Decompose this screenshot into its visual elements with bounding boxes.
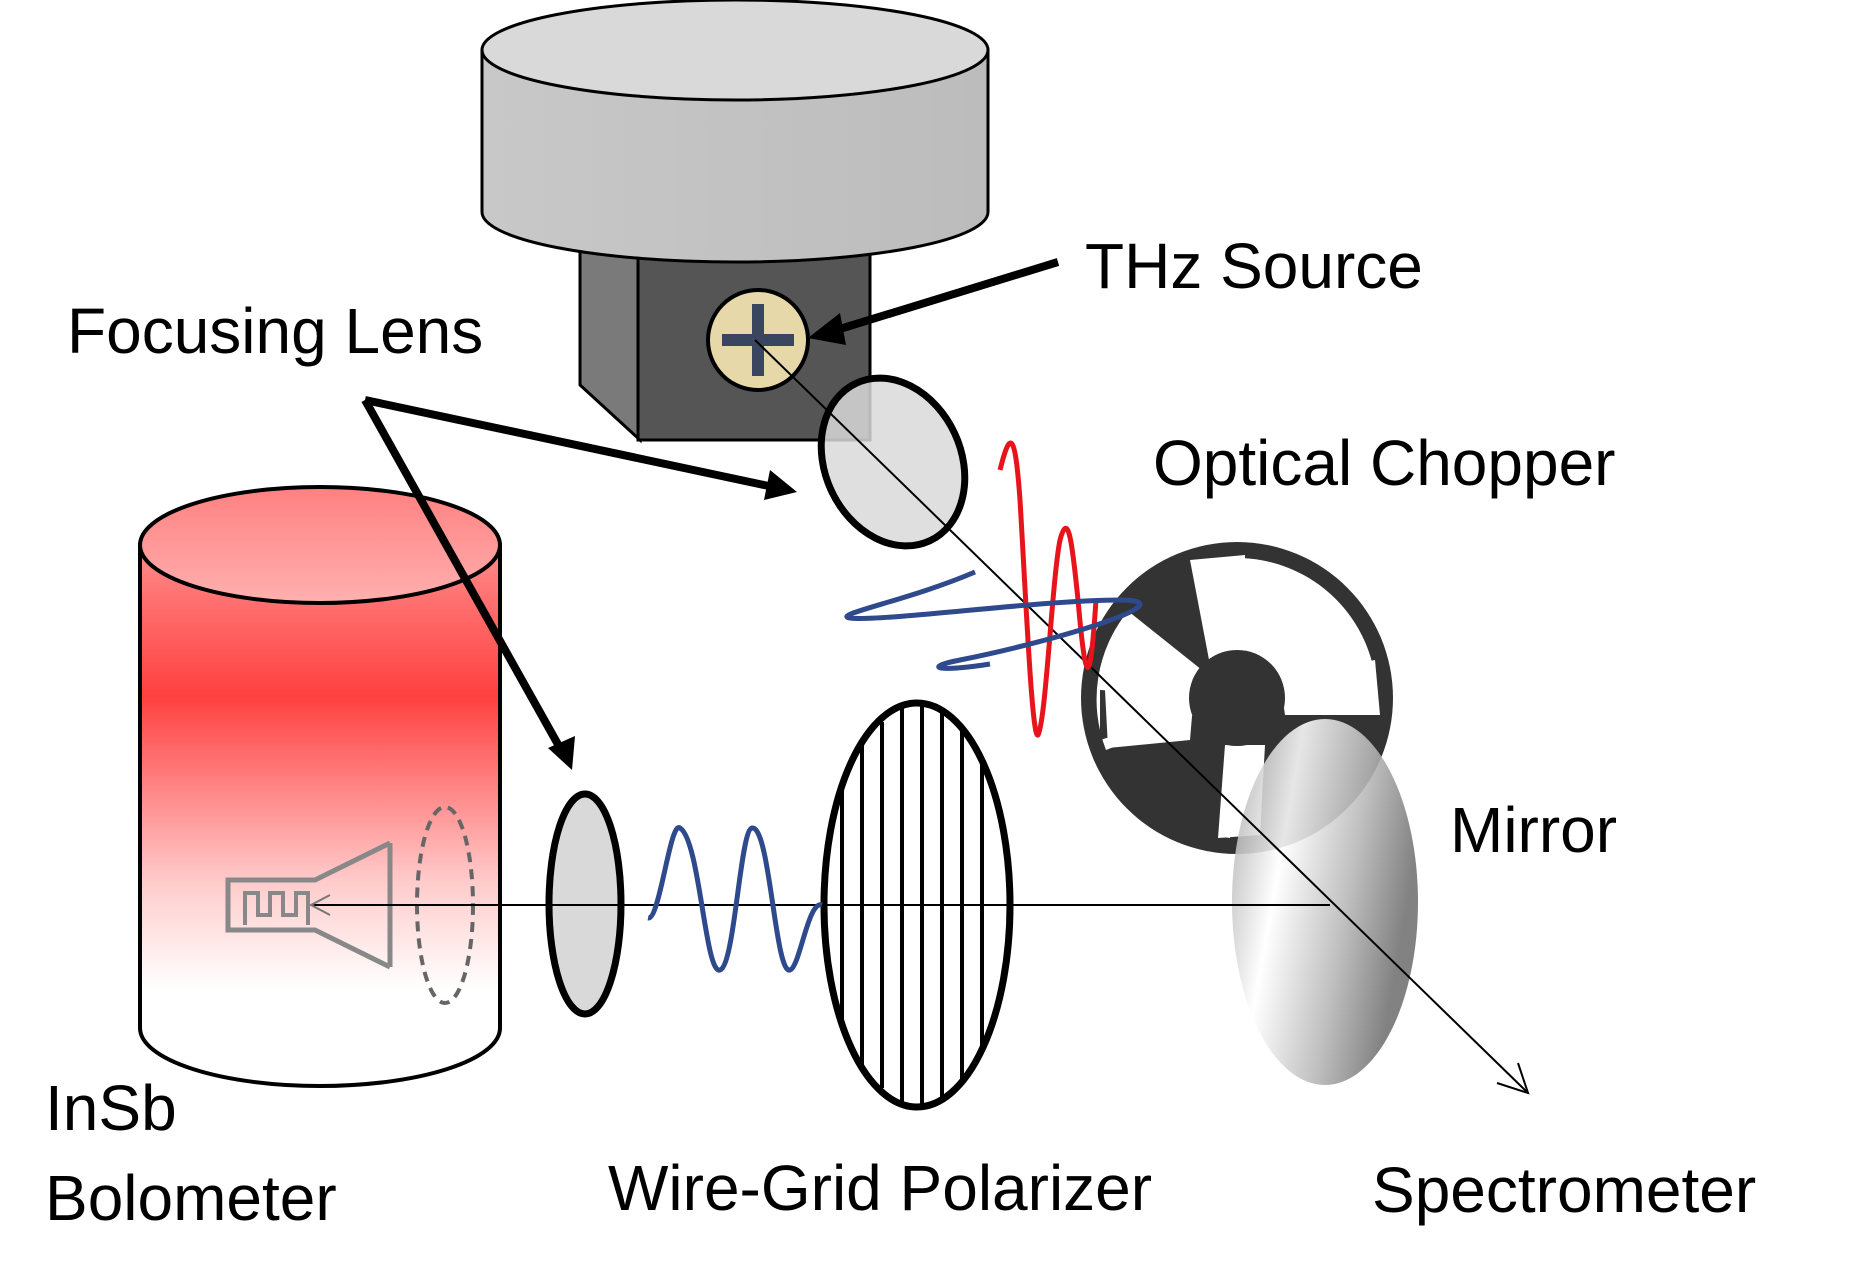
bolometer-top (138, 485, 502, 605)
wave-blue-upper (844, 569, 1143, 671)
label-focusing-lens: Focusing Lens (67, 295, 483, 367)
label-insb: InSb (45, 1072, 177, 1144)
chopper-window-b (1280, 660, 1380, 715)
pointer-arrows (361, 258, 1060, 750)
chopper-window-c (1105, 680, 1195, 748)
wave-red (997, 440, 1099, 738)
spectrometer-arrowhead (1496, 1062, 1530, 1095)
source-window-cross-v (752, 304, 764, 376)
source-cylinder-top (480, 0, 990, 102)
bolometer-body (138, 543, 502, 1088)
arrowhead-thz (808, 313, 846, 345)
focusing-lens-upper (817, 374, 969, 550)
label-thz-source: THz Source (1085, 230, 1423, 302)
insb-bolometer (138, 485, 502, 1088)
chopper-opening-1 (1237, 558, 1373, 698)
arrowhead-lens-lower (548, 736, 575, 770)
chopper-window-a (1190, 555, 1245, 665)
bolometer-arrowhead (308, 894, 331, 916)
source-cylinder-side (480, 48, 990, 264)
thz-source (480, 0, 990, 444)
label-optical-chopper: Optical Chopper (1153, 427, 1615, 499)
wave-blue-lower (646, 825, 823, 973)
mirror (1232, 719, 1418, 1085)
chopper-hub-center (1189, 650, 1285, 746)
label-bolometer: Bolometer (45, 1162, 337, 1234)
label-mirror: Mirror (1450, 794, 1617, 866)
beam-path (311, 339, 1529, 1094)
label-wire-grid-polarizer: Wire-Grid Polarizer (608, 1152, 1152, 1224)
arrowhead-lens-upper (764, 470, 797, 500)
source-mount-side (578, 248, 642, 444)
label-spectrometer: Spectrometer (1372, 1154, 1756, 1226)
